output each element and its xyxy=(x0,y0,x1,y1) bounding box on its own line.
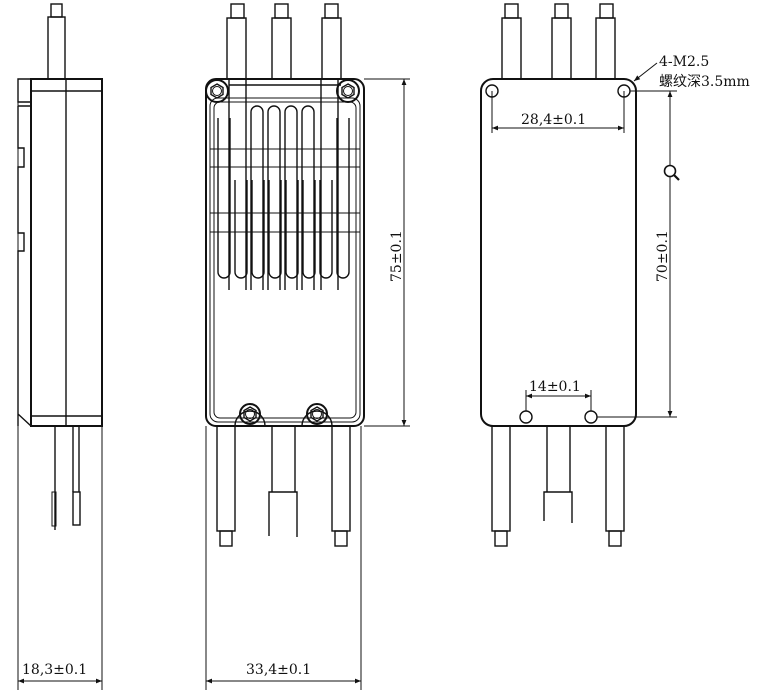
top-view: 75±0.1 33,4±0.1 xyxy=(205,3,410,690)
thread-note-line1: 4-M2.5 xyxy=(659,54,709,70)
mount-hole xyxy=(584,410,598,424)
thread-note-line2: 螺纹深3.5mm xyxy=(659,74,750,90)
screw-bottom-left xyxy=(234,403,266,427)
width-dimension-33-4: 33,4±0.1 xyxy=(246,662,311,678)
top-leads xyxy=(226,3,342,80)
bottom-leads xyxy=(216,425,351,547)
magnifier-icon[interactable] xyxy=(663,164,680,181)
side-width-dimension: 18,3±0.1 xyxy=(22,662,87,678)
screw-bottom-right xyxy=(301,403,333,427)
screw-top-left xyxy=(205,79,229,103)
height-dimension-75: 75±0.1 xyxy=(389,230,405,282)
mount-hole xyxy=(519,410,533,424)
bottom-view: 28,4±0.1 14±0.1 70±0.1 4-M2.5 螺纹深3.5mm xyxy=(480,3,750,547)
hole-spacing-top: 28,4±0.1 xyxy=(521,112,586,128)
hole-vertical-dimension: 70±0.1 xyxy=(655,230,671,282)
side-view: 18,3±0.1 xyxy=(17,3,103,690)
screw-top-right xyxy=(336,79,360,103)
hole-spacing-bottom: 14±0.1 xyxy=(529,379,581,395)
